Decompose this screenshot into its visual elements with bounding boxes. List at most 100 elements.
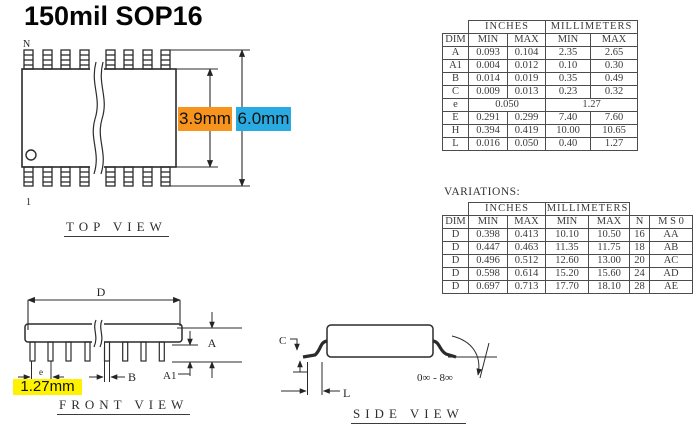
table-cell: 17.70 <box>545 280 589 294</box>
table-cell: A <box>442 46 469 60</box>
table-cell: 11.75 <box>588 241 630 255</box>
table-cell: 0.394 <box>468 124 508 138</box>
table-cell: D <box>442 241 469 255</box>
table-row: INCHES MILLIMETERS <box>443 202 693 216</box>
dim-l-label: L <box>343 386 350 400</box>
millimeters-header: MILLIMETERS <box>545 202 630 216</box>
table-cell: 16 <box>629 228 650 242</box>
variations-label: VARIATIONS: <box>444 186 521 198</box>
millimeters-header: MILLIMETERS <box>545 20 638 34</box>
table-cell: 0.447 <box>468 241 508 255</box>
max-header: MAX <box>588 215 630 229</box>
max-header: MAX <box>507 33 546 47</box>
table-cell: 18.10 <box>588 280 630 294</box>
table-cell: AB <box>649 241 693 255</box>
table-cell: 0.49 <box>590 72 638 86</box>
table-cell: 0.30 <box>590 59 638 73</box>
table-cell: 10.00 <box>545 124 591 138</box>
side-view-caption: SIDE VIEW <box>351 406 466 424</box>
pitch-highlight: 1.27mm <box>13 379 82 395</box>
page-title: 150mil SOP16 <box>24 1 203 31</box>
dim-c-label: C <box>279 335 286 347</box>
table-cell: 12.60 <box>545 254 589 268</box>
dim-header: DIM <box>442 33 469 47</box>
table-cell: 0.32 <box>590 85 638 99</box>
dim-b-label: B <box>128 370 136 384</box>
front-view-drawing: D e B <box>18 285 242 384</box>
ms-header: M S 0 <box>649 215 693 229</box>
table-cell: 0.104 <box>507 46 546 60</box>
max-header: MAX <box>590 33 638 47</box>
min-header: MIN <box>468 215 508 229</box>
table-cell: 0.093 <box>468 46 508 60</box>
pin1-indicator-dot <box>25 149 37 161</box>
min-header: MIN <box>545 215 589 229</box>
inches-header: INCHES <box>468 20 546 34</box>
table-cell: 10.50 <box>588 228 630 242</box>
table-cell: 28 <box>629 280 650 294</box>
dimensions-table: INCHES MILLIMETERS DIM MIN MAX MIN MAX A… <box>442 20 638 151</box>
table-cell: 11.35 <box>545 241 589 255</box>
table-cell: 0.614 <box>507 267 546 281</box>
table-cell: 10.65 <box>590 124 638 138</box>
dim-d-label: D <box>97 285 106 299</box>
table-cell: 15.60 <box>588 267 630 281</box>
table-cell: 0.019 <box>507 72 546 86</box>
table-cell: B <box>442 72 469 86</box>
table-cell: 0.23 <box>545 85 591 99</box>
side-view-drawing: C L 0∞ - 8∞ <box>279 324 497 400</box>
table-cell: C <box>442 85 469 99</box>
table-cell: 18 <box>629 241 650 255</box>
table-cell: 0.35 <box>545 72 591 86</box>
lead-span-highlight: 6.0mm <box>236 107 291 131</box>
table-corner <box>443 21 469 34</box>
table-cell: 0.10 <box>545 59 591 73</box>
table-cell: 0.291 <box>468 111 508 125</box>
top-view-caption: TOP VIEW <box>64 219 169 237</box>
table-cell: 24 <box>629 267 650 281</box>
table-cell: 0.013 <box>507 85 546 99</box>
pin-n-label: N <box>23 39 30 50</box>
table-row: INCHES MILLIMETERS <box>443 20 638 34</box>
min-header: MIN <box>545 33 591 47</box>
variations-table: INCHES MILLIMETERS DIM MIN MAX MIN MAX N… <box>442 202 693 294</box>
table-cell: AA <box>649 228 693 242</box>
table-cell: AC <box>649 254 693 268</box>
table-cell: 0.050 <box>507 137 546 151</box>
table-cell: 0.014 <box>468 72 508 86</box>
table-cell: 0.299 <box>507 111 546 125</box>
table-cell: 7.40 <box>545 111 591 125</box>
min-header: MIN <box>468 33 508 47</box>
table-cell: 0.419 <box>507 124 546 138</box>
table-cell: 2.65 <box>590 46 638 60</box>
table-cell: 0.496 <box>468 254 508 268</box>
table-cell: 0.050 <box>468 98 546 112</box>
table-cell: A1 <box>442 59 469 73</box>
dim-a1-label: A1 <box>163 370 176 382</box>
table-cell: D <box>442 254 469 268</box>
table-cell: 10.10 <box>545 228 589 242</box>
table-cell: 0.40 <box>545 137 591 151</box>
table-cell: D <box>442 228 469 242</box>
table-cell: 0.697 <box>468 280 508 294</box>
table-cell: AD <box>649 267 693 281</box>
table-cell: 7.60 <box>590 111 638 125</box>
max-header: MAX <box>507 215 546 229</box>
table-cell: 0.598 <box>468 267 508 281</box>
table-cell: 0.009 <box>468 85 508 99</box>
table-cell: AE <box>649 280 693 294</box>
